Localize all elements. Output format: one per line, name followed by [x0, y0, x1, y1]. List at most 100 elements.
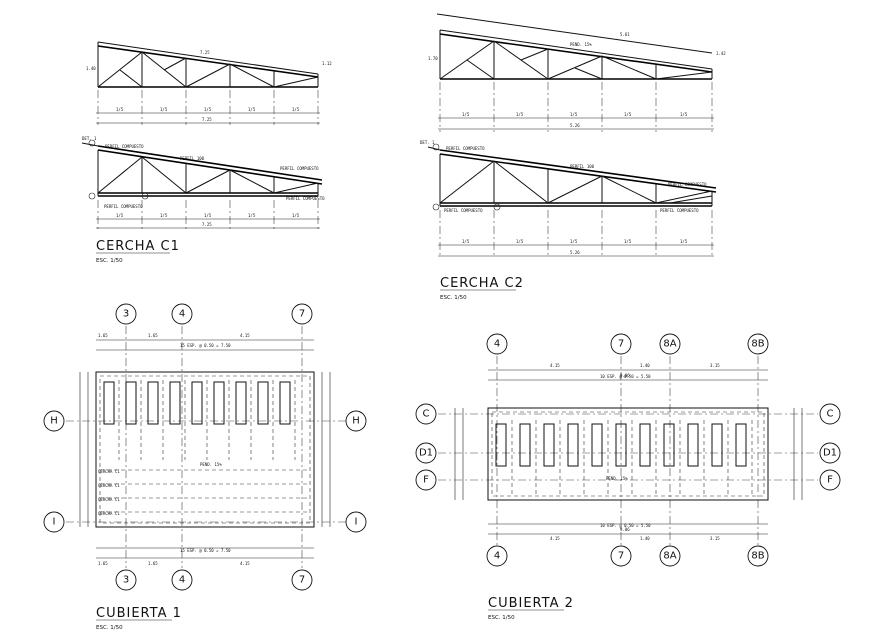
- svg-text:1.42: 1.42: [716, 51, 726, 56]
- svg-text:5.26: 5.26: [570, 250, 580, 255]
- axis-label: I: [355, 517, 358, 528]
- svg-text:DET. 1: DET. 1: [82, 136, 97, 141]
- svg-text:PERFIL COMPUESTO: PERFIL COMPUESTO: [104, 204, 143, 209]
- svg-text:1.65: 1.65: [148, 561, 158, 566]
- cercha-c2-title: CERCHA C2: [440, 276, 524, 291]
- svg-text:1.65: 1.65: [148, 333, 158, 338]
- axis-label: 8B: [751, 339, 764, 350]
- svg-text:1/5: 1/5: [570, 239, 578, 244]
- svg-text:1/5: 1/5: [680, 239, 688, 244]
- svg-text:PERFIL COMPUESTO: PERFIL COMPUESTO: [280, 166, 319, 171]
- svg-text:1/5: 1/5: [570, 112, 578, 117]
- svg-text:1/5: 1/5: [624, 112, 632, 117]
- cercha-c2-elevation: 1/5 1/5 1/5 1/5 1/5 5.26 PEND. 15% 5.61 1.70…: [428, 13, 726, 132]
- axis-label: 8A: [663, 551, 676, 562]
- svg-text:1.40: 1.40: [640, 363, 650, 368]
- axis-label: I: [53, 517, 56, 528]
- svg-text:1/5: 1/5: [516, 112, 524, 117]
- svg-text:5.26: 5.26: [570, 123, 580, 128]
- svg-text:1/5: 1/5: [516, 239, 524, 244]
- svg-text:1/5: 1/5: [160, 213, 168, 218]
- svg-text:1/5: 1/5: [204, 213, 212, 218]
- cubierta-2-plan: PEND. 15% 10 ESP. @ 0.50 = 5.50 10 ESP. …: [415, 333, 841, 567]
- svg-text:9.06: 9.06: [620, 373, 630, 378]
- axis-label: C: [423, 409, 430, 420]
- cub2-correas-top: 10 ESP. @ 0.50 = 5.50: [600, 374, 651, 379]
- svg-text:1/5: 1/5: [116, 107, 124, 112]
- axis-label: 4: [179, 575, 185, 586]
- svg-text:PERFIL 100: PERFIL 100: [570, 164, 595, 169]
- axis-label: 7: [618, 339, 624, 350]
- svg-text:4.15: 4.15: [550, 363, 560, 368]
- svg-text:PEND. 15%: PEND. 15%: [570, 42, 592, 47]
- cubierta-2-title: CUBIERTA 2: [488, 596, 574, 611]
- svg-text:4.15: 4.15: [240, 561, 250, 566]
- svg-text:1/5: 1/5: [292, 213, 300, 218]
- svg-text:1/5: 1/5: [624, 239, 632, 244]
- svg-text:1/5: 1/5: [292, 107, 300, 112]
- svg-text:PERFIL COMPUESTO: PERFIL COMPUESTO: [446, 146, 485, 151]
- axis-label: 7: [299, 309, 305, 320]
- axis-label: H: [352, 416, 360, 427]
- svg-text:DET. 1: DET. 1: [420, 140, 435, 145]
- axis-label: 4: [494, 339, 500, 350]
- cub2-pend: PEND. 15%: [606, 476, 628, 481]
- svg-text:5.61: 5.61: [620, 32, 630, 37]
- axis-label: C: [827, 409, 834, 420]
- axis-label: D1: [823, 448, 837, 459]
- svg-text:7.25: 7.25: [200, 50, 210, 55]
- axis-label: F: [423, 475, 429, 486]
- axis-label: 8B: [751, 551, 764, 562]
- cub1-truss-label: CERCHA C1: [98, 511, 120, 516]
- svg-text:PERFIL COMPUESTO: PERFIL COMPUESTO: [286, 196, 325, 201]
- axis-label: D1: [419, 448, 433, 459]
- axis-label: 7: [299, 575, 305, 586]
- svg-text:9.06: 9.06: [620, 527, 630, 532]
- cub1-correas-top: 15 ESP. @ 0.50 = 7.50: [180, 343, 231, 348]
- cercha-c1-scale: ESC. 1/50: [96, 258, 123, 264]
- svg-text:1.40: 1.40: [86, 66, 96, 71]
- svg-text:1/5: 1/5: [248, 107, 256, 112]
- cub1-pend: PEND. 15%: [200, 462, 222, 467]
- svg-text:1/5: 1/5: [680, 112, 688, 117]
- axis-label: F: [827, 475, 833, 486]
- axis-label: 4: [179, 309, 185, 320]
- svg-text:1/5: 1/5: [204, 107, 212, 112]
- svg-text:4.15: 4.15: [550, 536, 560, 541]
- axis-label: 7: [618, 551, 624, 562]
- svg-text:1/5: 1/5: [116, 213, 124, 218]
- cub1-truss-label: CERCHA C1: [98, 469, 120, 474]
- svg-text:3.15: 3.15: [710, 536, 720, 541]
- svg-text:1.40: 1.40: [640, 536, 650, 541]
- cubierta-1-title: CUBIERTA 1: [96, 606, 182, 621]
- svg-text:1.65: 1.65: [98, 333, 108, 338]
- cub1-truss-label: CERCHA C1: [98, 497, 120, 502]
- axis-label: 3: [123, 309, 129, 320]
- svg-text:1/5: 1/5: [462, 239, 470, 244]
- cubierta-2-scale: ESC. 1/50: [488, 615, 515, 621]
- svg-text:3.15: 3.15: [710, 363, 720, 368]
- svg-text:7.25: 7.25: [202, 117, 212, 122]
- svg-text:1.65: 1.65: [98, 561, 108, 566]
- svg-text:1/5: 1/5: [160, 107, 168, 112]
- cercha-c1-title: CERCHA C1: [96, 239, 180, 254]
- svg-text:PERFIL 100: PERFIL 100: [180, 156, 205, 161]
- svg-text:1.70: 1.70: [428, 56, 438, 61]
- svg-text:4.15: 4.15: [240, 333, 250, 338]
- svg-text:1/5: 1/5: [462, 112, 470, 117]
- cubierta-1-plan: CERCHA C1 CERCHA C1 CERCHA C1 CERCHA C1 …: [43, 303, 367, 591]
- cercha-c2-scale: ESC. 1/50: [440, 295, 467, 301]
- cub2-correas-bottom: 10 ESP. @ 0.50 = 5.50: [600, 523, 651, 528]
- axis-label: 8A: [663, 339, 676, 350]
- svg-text:PERFIL COMPUESTO: PERFIL COMPUESTO: [444, 208, 483, 213]
- svg-text:1.12: 1.12: [322, 61, 332, 66]
- cercha-c1-elevation: 1/5 1/5 1/5 1/5 1/5 7.25 7.25 1.40 1.12: [86, 41, 332, 125]
- axis-label: 3: [123, 575, 129, 586]
- cubierta-1-scale: ESC. 1/50: [96, 625, 123, 631]
- axis-label: H: [50, 416, 58, 427]
- cub1-truss-label: CERCHA C1: [98, 483, 120, 488]
- svg-text:7.25: 7.25: [202, 222, 212, 227]
